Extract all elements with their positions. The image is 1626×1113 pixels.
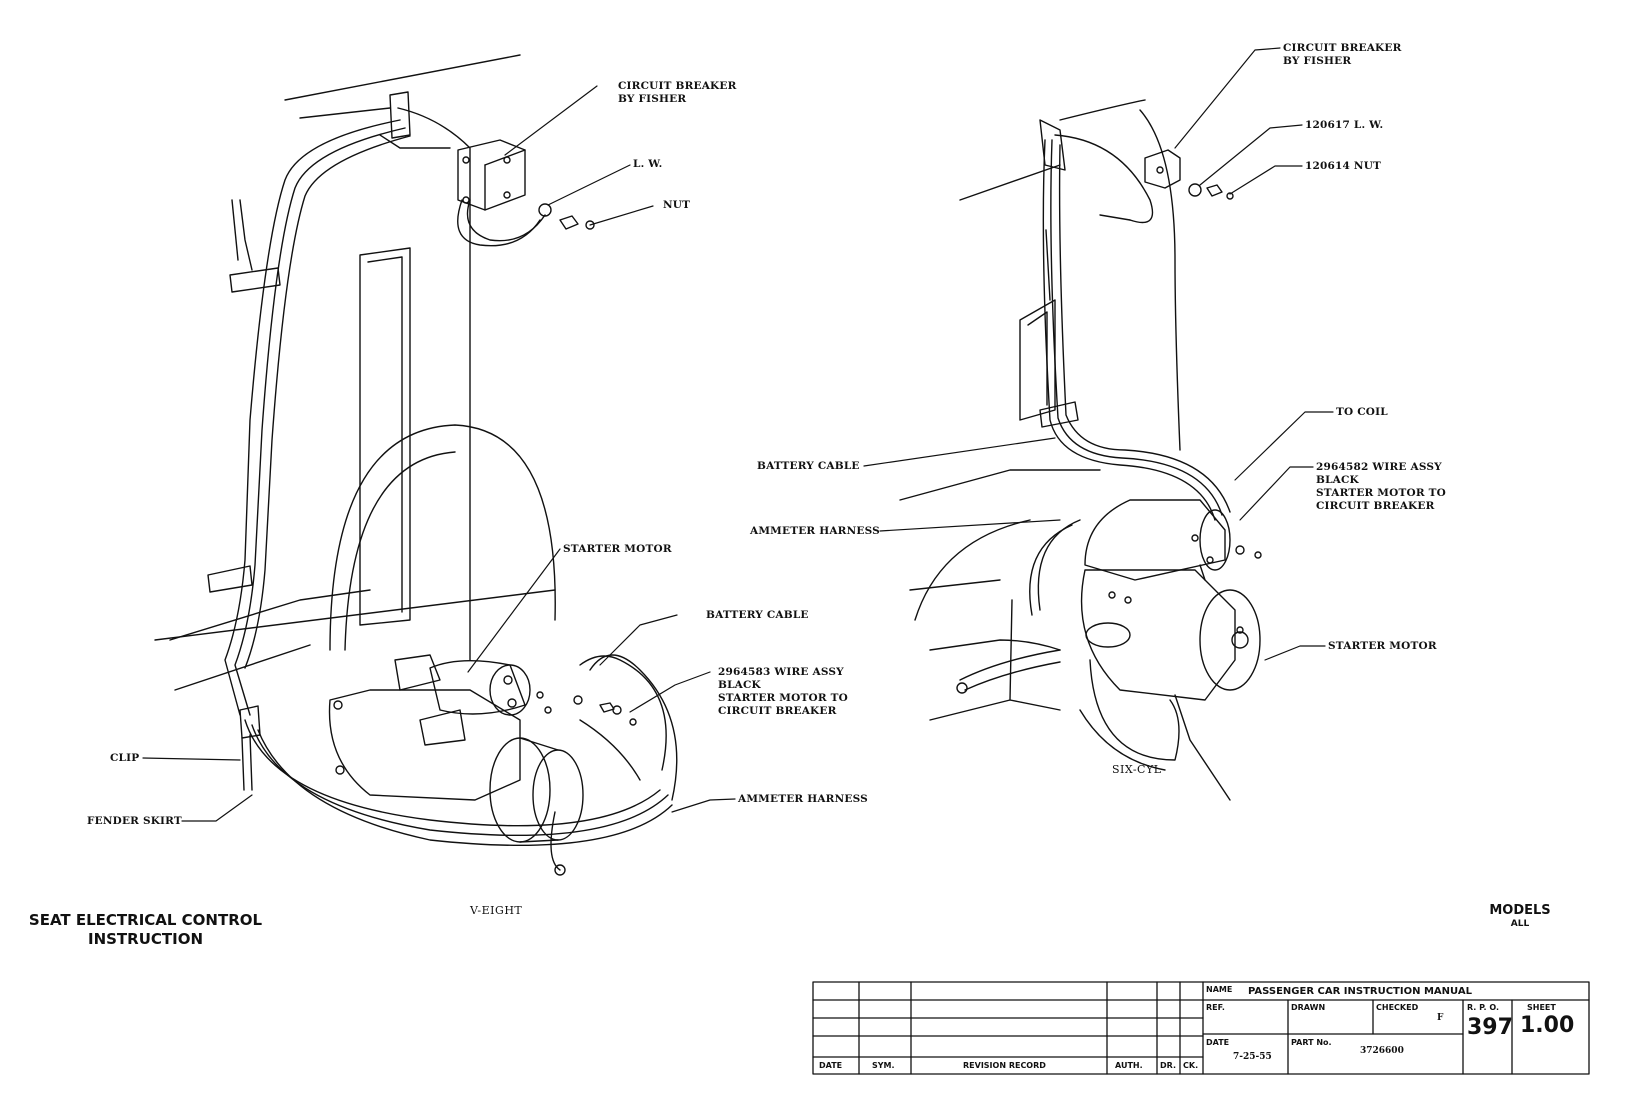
label-ammeter-harness-left: AMMETER HARNESS — [738, 793, 868, 805]
label-starter-motor-left: STARTER MOTOR — [563, 543, 672, 555]
checked-value: F — [1437, 1013, 1444, 1023]
rev-header-dr: DR. — [1160, 1061, 1176, 1070]
label-circuit-breaker-left: CIRCUIT BREAKER BY FISHER — [618, 80, 737, 105]
part-no-value: 3726600 — [1360, 1046, 1404, 1056]
label-battery-cable-left: BATTERY CABLE — [706, 609, 809, 621]
models-block: MODELS ALL — [1480, 903, 1560, 930]
models-label: MODELS — [1489, 903, 1551, 918]
date-label: DATE — [1206, 1038, 1230, 1047]
label-nut-right: 120614 NUT — [1305, 160, 1382, 172]
part-no-label: PART No. — [1291, 1038, 1332, 1047]
caption-v-eight: V-EIGHT — [470, 904, 523, 917]
sheet-value: 1.00 — [1520, 1013, 1575, 1038]
label-battery-cable-right: BATTERY CABLE — [757, 460, 860, 472]
models-value: ALL — [1510, 919, 1530, 929]
label-lock-washer-right: 120617 L. W. — [1305, 119, 1384, 131]
rev-header-revision-record: REVISION RECORD — [963, 1061, 1046, 1070]
name-value: PASSENGER CAR INSTRUCTION MANUAL — [1248, 986, 1472, 997]
label-wire-assy-right: 2964582 WIRE ASSY BLACK STARTER MOTOR TO… — [1316, 461, 1446, 512]
v-eight-view — [154, 54, 678, 876]
rev-header-sym: SYM. — [872, 1061, 895, 1070]
rev-header-ck: CK. — [1183, 1061, 1199, 1070]
document-title-line1: SEAT ELECTRICAL CONTROL — [28, 911, 263, 929]
rev-header-date: DATE — [819, 1061, 843, 1070]
sheet-label: SHEET — [1527, 1003, 1556, 1012]
label-fender-skirt: FENDER SKIRT — [87, 815, 182, 827]
name-label: NAME — [1206, 985, 1233, 994]
ref-label: REF. — [1206, 1003, 1225, 1012]
title-block-grid — [812, 981, 1590, 1075]
six-cyl-view — [899, 99, 1262, 801]
rpo-label: R. P. O. — [1467, 1003, 1500, 1012]
label-to-coil: TO COIL — [1336, 406, 1388, 418]
caption-six-cyl: SIX-CYL — [1112, 763, 1162, 776]
v-eight-leader-lines — [142, 85, 736, 822]
rpo-value: 397 — [1467, 1015, 1513, 1040]
label-clip: CLIP — [110, 752, 140, 764]
label-nut-left: NUT — [663, 199, 691, 211]
document-title: SEAT ELECTRICAL CONTROL INSTRUCTION — [18, 911, 273, 949]
label-ammeter-harness-right: AMMETER HARNESS — [750, 525, 880, 537]
label-circuit-breaker-right: CIRCUIT BREAKER BY FISHER — [1283, 42, 1402, 67]
drawn-label: DRAWN — [1291, 1003, 1326, 1012]
label-starter-motor-right: STARTER MOTOR — [1328, 640, 1437, 652]
six-cyl-leader-lines — [863, 47, 1334, 661]
rev-header-auth: AUTH. — [1115, 1061, 1143, 1070]
checked-label: CHECKED — [1376, 1003, 1419, 1012]
label-lock-washer-left: L. W. — [633, 158, 663, 170]
label-wire-assy-left: 2964583 WIRE ASSY BLACK STARTER MOTOR TO… — [718, 666, 848, 717]
document-title-line2: INSTRUCTION — [87, 930, 204, 948]
date-value: 7-25-55 — [1233, 1052, 1272, 1062]
